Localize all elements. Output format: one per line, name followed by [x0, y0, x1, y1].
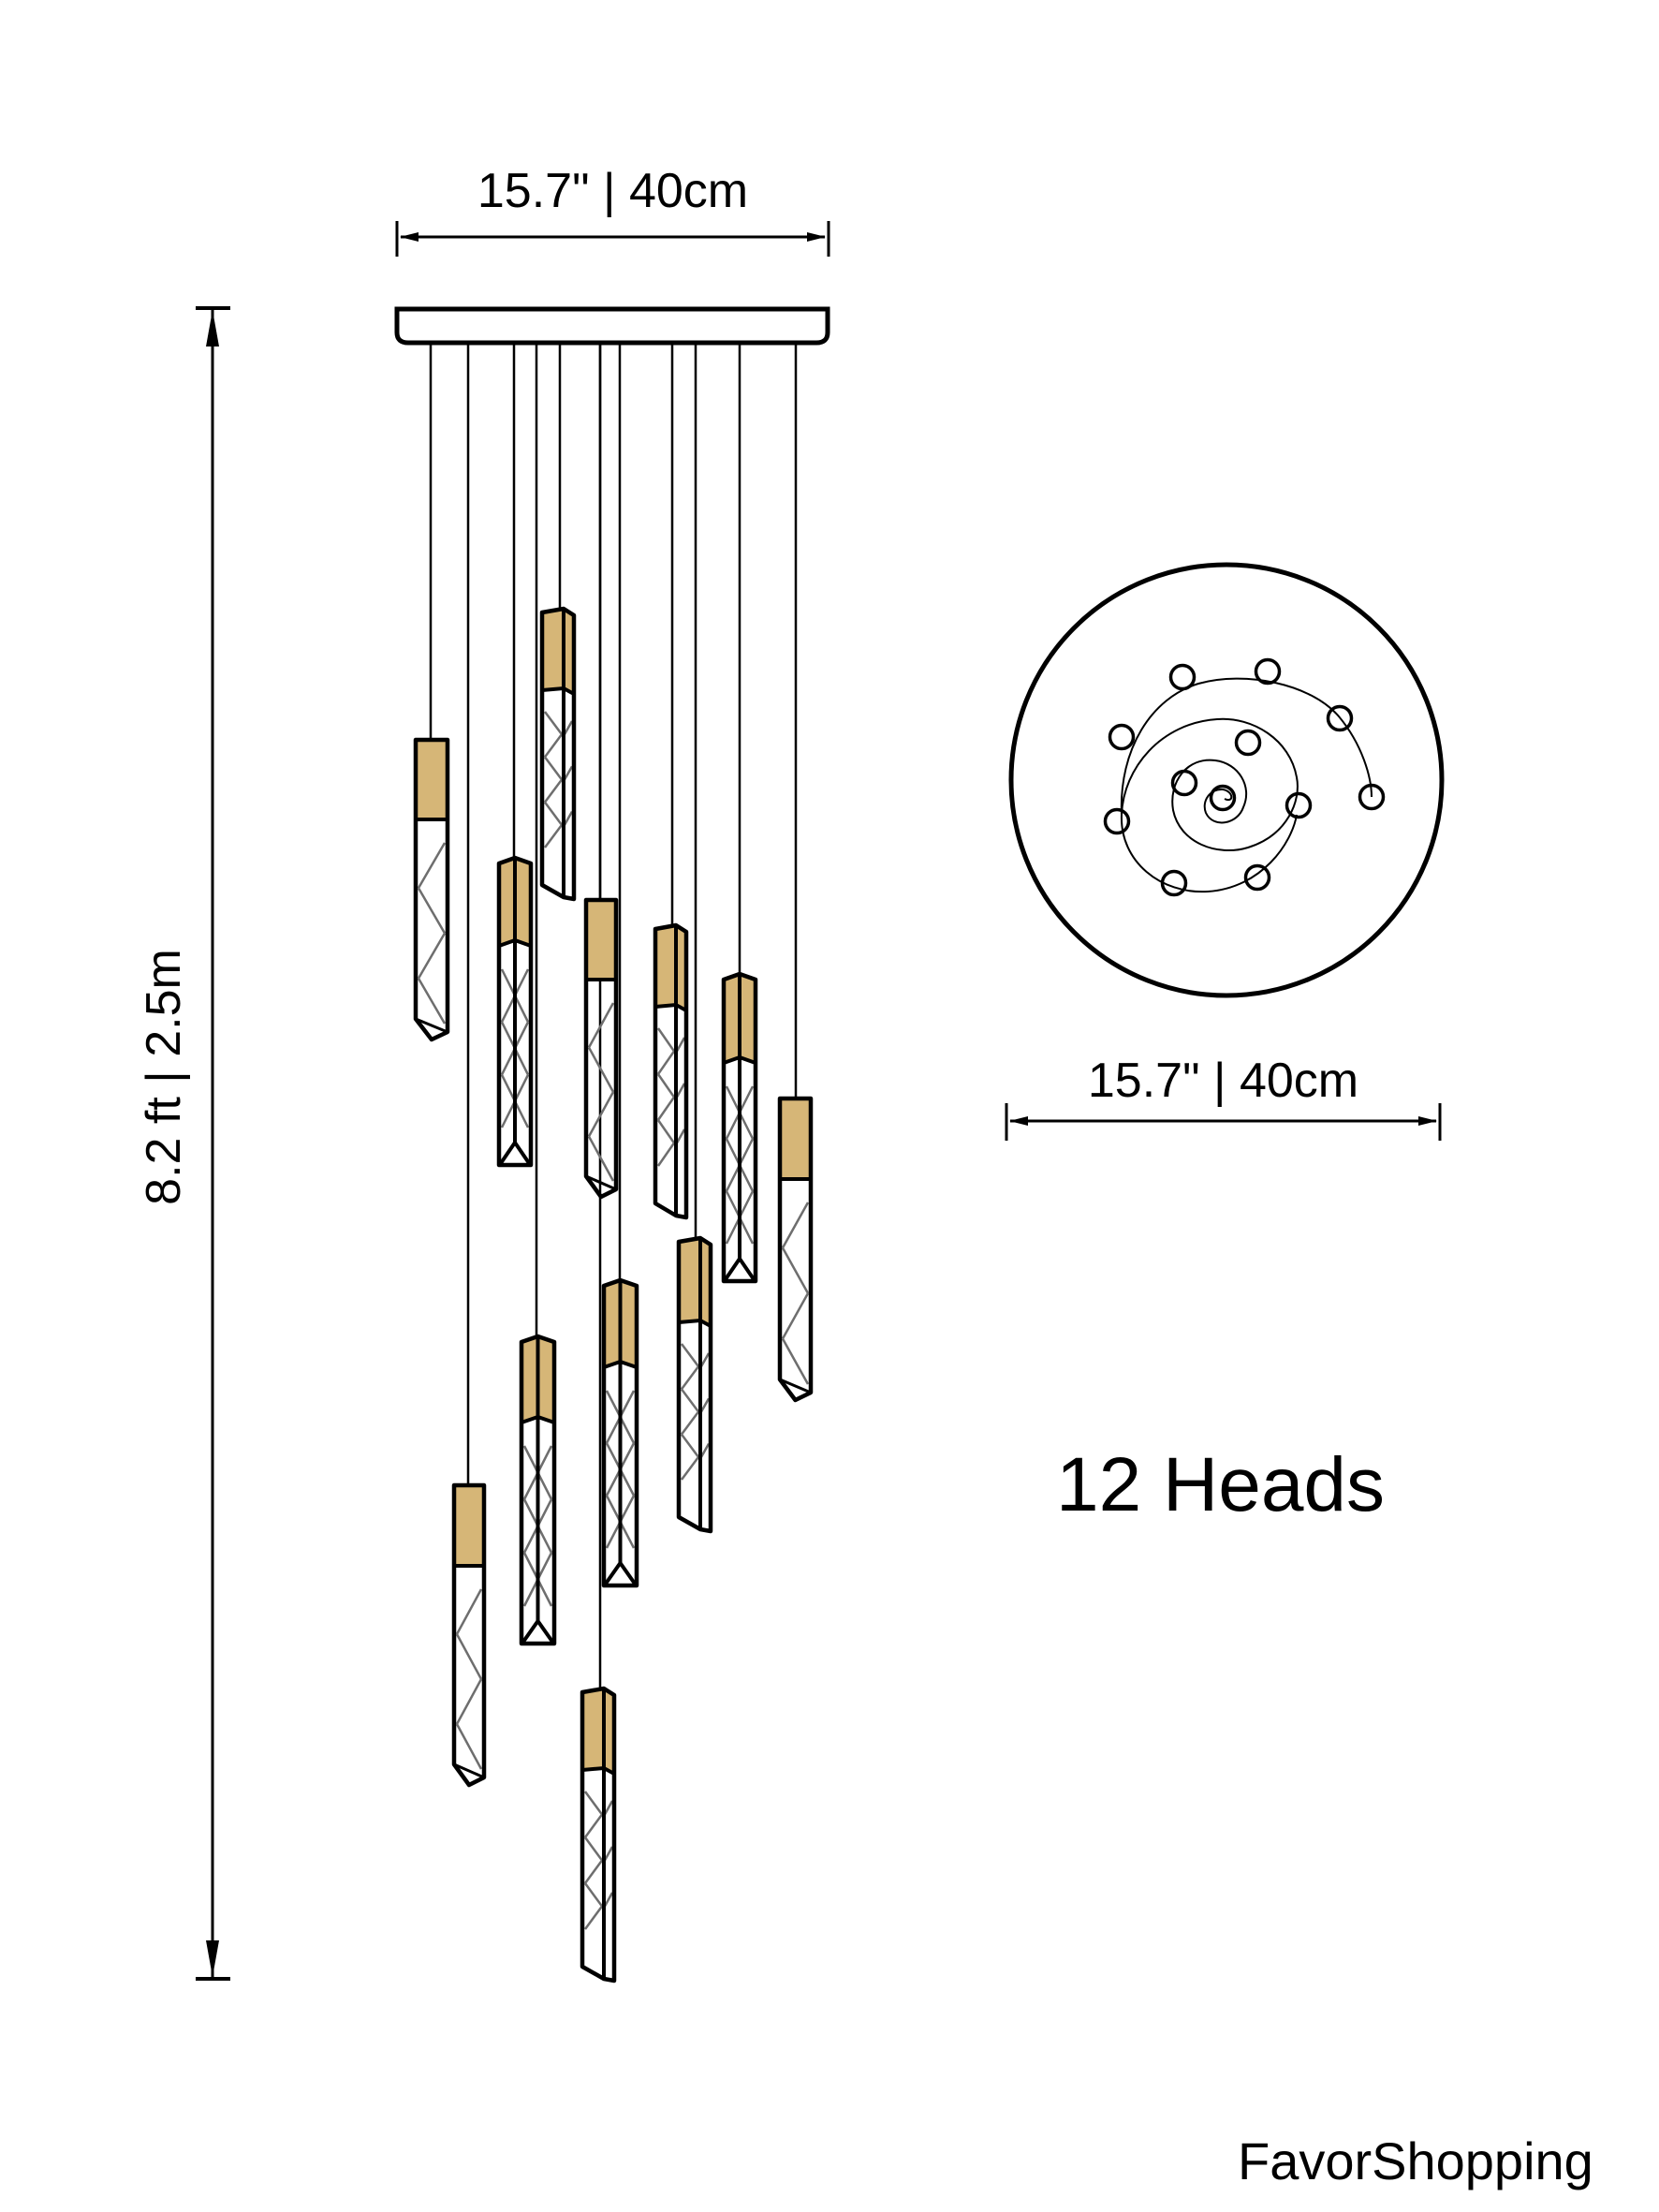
pendant-hole-marker [1358, 783, 1386, 811]
pendant-hole-markers [1103, 657, 1386, 897]
canopy-width-dimension [395, 221, 830, 257]
crystal-pendant-7-flat [777, 1096, 814, 1403]
pendant-hole-marker [1160, 869, 1188, 897]
pendant-hole-marker [1254, 657, 1282, 686]
crystal-pendant-5-offset [653, 922, 689, 1220]
pendant-hole-marker [1285, 791, 1313, 819]
pendant-hole-marker [1243, 863, 1271, 892]
brand-watermark: FavorShopping [1238, 2131, 1593, 2190]
spiral-layout-path [1120, 717, 1299, 893]
crystal-pendant-6-v [721, 971, 758, 1284]
crystal-pendant-3-v [496, 855, 534, 1168]
crystal-pendant-8-offset [676, 1235, 713, 1534]
overall-height-label: 8.2 ft | 2.5m [137, 949, 191, 1205]
crystal-pendant-2-offset [539, 606, 577, 902]
crystal-pendant-9-v [601, 1277, 639, 1588]
canopy-width-label: 15.7" | 40cm [477, 164, 749, 218]
heads-count-label: 12 Heads [1056, 1442, 1386, 1527]
pendant-hole-marker [1168, 663, 1197, 691]
pendant-hole-marker [1108, 723, 1136, 751]
pendant-hole-marker [1103, 807, 1131, 835]
crystal-pendant-11-flat [451, 1482, 487, 1788]
height-dimension [196, 306, 230, 1981]
crystal-pendant-1-flat [413, 737, 450, 1042]
pendant-hole-marker [1234, 729, 1262, 757]
suspension-wires [429, 343, 798, 1690]
pendant-hole-marker [1326, 704, 1354, 732]
pendant-hole-marker [1209, 784, 1237, 812]
top-view [1008, 562, 1445, 998]
canopy [394, 306, 830, 346]
crystal-pendant-4-flat [583, 897, 619, 1200]
canopy-top-view-circle [1008, 562, 1445, 998]
pendant-group [413, 606, 814, 1983]
pendant-hole-marker [1170, 769, 1198, 797]
crystal-pendant-10-v [519, 1334, 557, 1646]
crystal-pendant-12-offset [580, 1686, 617, 1983]
canopy-diameter-label: 15.7" | 40cm [1087, 1054, 1359, 1108]
canopy-diameter-dimension [1005, 1103, 1442, 1141]
